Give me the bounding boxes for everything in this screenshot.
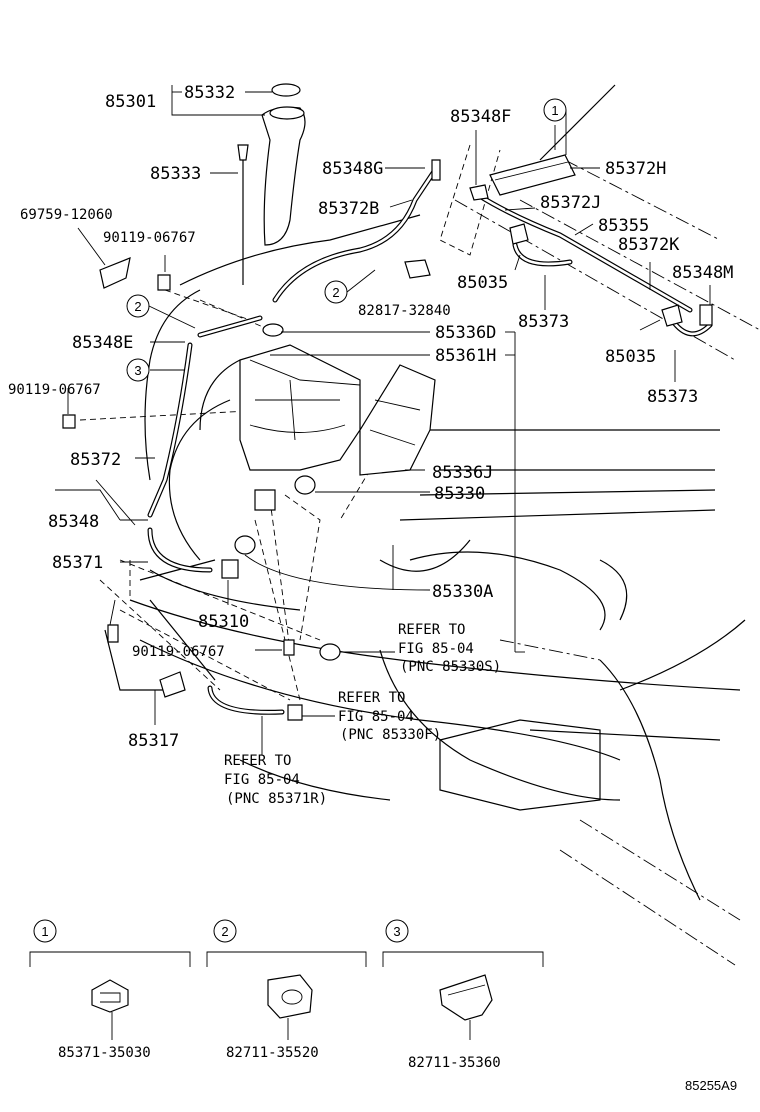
label-85035-b: 85035: [605, 347, 656, 367]
refer-callouts: REFER TO FIG 85-04 (PNC 85330S) REFER TO…: [224, 622, 501, 807]
bolt-90119-b: [62, 414, 76, 429]
clip-legend: 1 85371-35030 2 82711-35520 3 82711-3536…: [29, 919, 544, 1071]
label-90119-06767-b: 90119-06767: [8, 382, 101, 398]
pump-grommet: [294, 475, 316, 495]
bolt-90119-c: [283, 639, 295, 656]
label-85330: 85330: [434, 484, 485, 504]
svg-text:(PNC 85330F): (PNC 85330F): [340, 727, 441, 743]
clip-82711-35360: [439, 974, 493, 1021]
label-85336J: 85336J: [432, 463, 493, 483]
label-85301: 85301: [105, 92, 156, 112]
clip-85371-35030: [91, 979, 129, 1013]
label-85348E: 85348E: [72, 333, 133, 353]
label-85373-b: 85373: [647, 387, 698, 407]
washer-pump: [221, 559, 239, 579]
label-90119-06767-c: 90119-06767: [132, 644, 225, 660]
svg-text:3: 3: [134, 363, 141, 378]
grommet-85330A: [234, 535, 256, 555]
tank-cap: [271, 83, 301, 97]
leader-lines: [55, 85, 711, 755]
marker-1-main: 1: [543, 98, 567, 122]
label-85372H: 85372H: [605, 159, 666, 179]
callout-85330F: REFER TO FIG 85-04 (PNC 85330F): [338, 690, 441, 743]
label-85372K: 85372K: [618, 235, 680, 255]
svg-text:FIG 85-04: FIG 85-04: [224, 772, 300, 788]
label-69759-12060: 69759-12060: [20, 207, 113, 223]
svg-text:3: 3: [393, 924, 400, 939]
washer-tank-assembly: [62, 83, 436, 721]
label-85372: 85372: [70, 450, 121, 470]
label-85348G: 85348G: [322, 159, 383, 179]
svg-text:FIG 85-04: FIG 85-04: [338, 709, 414, 725]
svg-text:REFER TO: REFER TO: [224, 753, 291, 769]
legend-item-3: 3 82711-35360: [382, 919, 544, 1071]
label-plate: [99, 257, 131, 289]
label-85372B: 85372B: [318, 199, 379, 219]
svg-text:82711-35360: 82711-35360: [408, 1055, 501, 1071]
svg-text:82711-35520: 82711-35520: [226, 1045, 319, 1061]
label-85348F: 85348F: [450, 107, 511, 127]
label-82817-32840: 82817-32840: [358, 303, 451, 319]
illustration-id: 85255A9: [685, 1078, 737, 1093]
svg-text:FIG 85-04: FIG 85-04: [398, 641, 474, 657]
label-85372J: 85372J: [540, 193, 601, 213]
label-85371: 85371: [52, 553, 103, 573]
marker-2-upper: 2: [126, 294, 150, 318]
label-85317: 85317: [128, 731, 179, 751]
callout-85330S: REFER TO FIG 85-04 (PNC 85330S): [398, 622, 501, 675]
svg-text:REFER TO: REFER TO: [338, 690, 405, 706]
label-85348M: 85348M: [672, 263, 733, 283]
label-85361H: 85361H: [435, 346, 496, 366]
label-85373-a: 85373: [518, 312, 569, 332]
harness-connector: [159, 671, 186, 698]
label-85330A: 85330A: [432, 582, 493, 602]
marker-2-lower: 2: [324, 280, 348, 304]
label-85333: 85333: [150, 164, 201, 184]
label-85355: 85355: [598, 216, 649, 236]
clip-82817: [404, 259, 431, 279]
svg-text:1: 1: [551, 103, 558, 118]
bolt-90119-a: [157, 274, 171, 291]
svg-text:2: 2: [134, 299, 141, 314]
callout-85371R: REFER TO FIG 85-04 (PNC 85371R): [224, 753, 327, 807]
label-85332: 85332: [184, 83, 235, 103]
svg-text:(PNC 85371R): (PNC 85371R): [226, 791, 327, 807]
label-85035-a: 85035: [457, 273, 508, 293]
label-90119-06767-a: 90119-06767: [103, 230, 196, 246]
svg-text:REFER TO: REFER TO: [398, 622, 465, 638]
svg-text:2: 2: [332, 285, 339, 300]
label-85348: 85348: [48, 512, 99, 532]
svg-text:1: 1: [41, 924, 48, 939]
legend-item-1: 1 85371-35030: [29, 919, 191, 1061]
label-85310: 85310: [198, 612, 249, 632]
clip-82711-35520: [267, 974, 313, 1019]
svg-text:2: 2: [221, 924, 228, 939]
part-labels: 85301 85332 85333 69759-12060 90119-0676…: [8, 83, 733, 751]
svg-text:(PNC 85330S): (PNC 85330S): [400, 659, 501, 675]
label-85336D: 85336D: [435, 323, 496, 343]
washer-hoses: [104, 167, 713, 715]
svg-text:85371-35030: 85371-35030: [58, 1045, 151, 1061]
diagram-markers: 1 2 2 3: [126, 98, 567, 382]
marker-3-main: 3: [126, 358, 150, 382]
legend-item-2: 2 82711-35520: [206, 919, 367, 1061]
nozzles: [404, 154, 713, 327]
